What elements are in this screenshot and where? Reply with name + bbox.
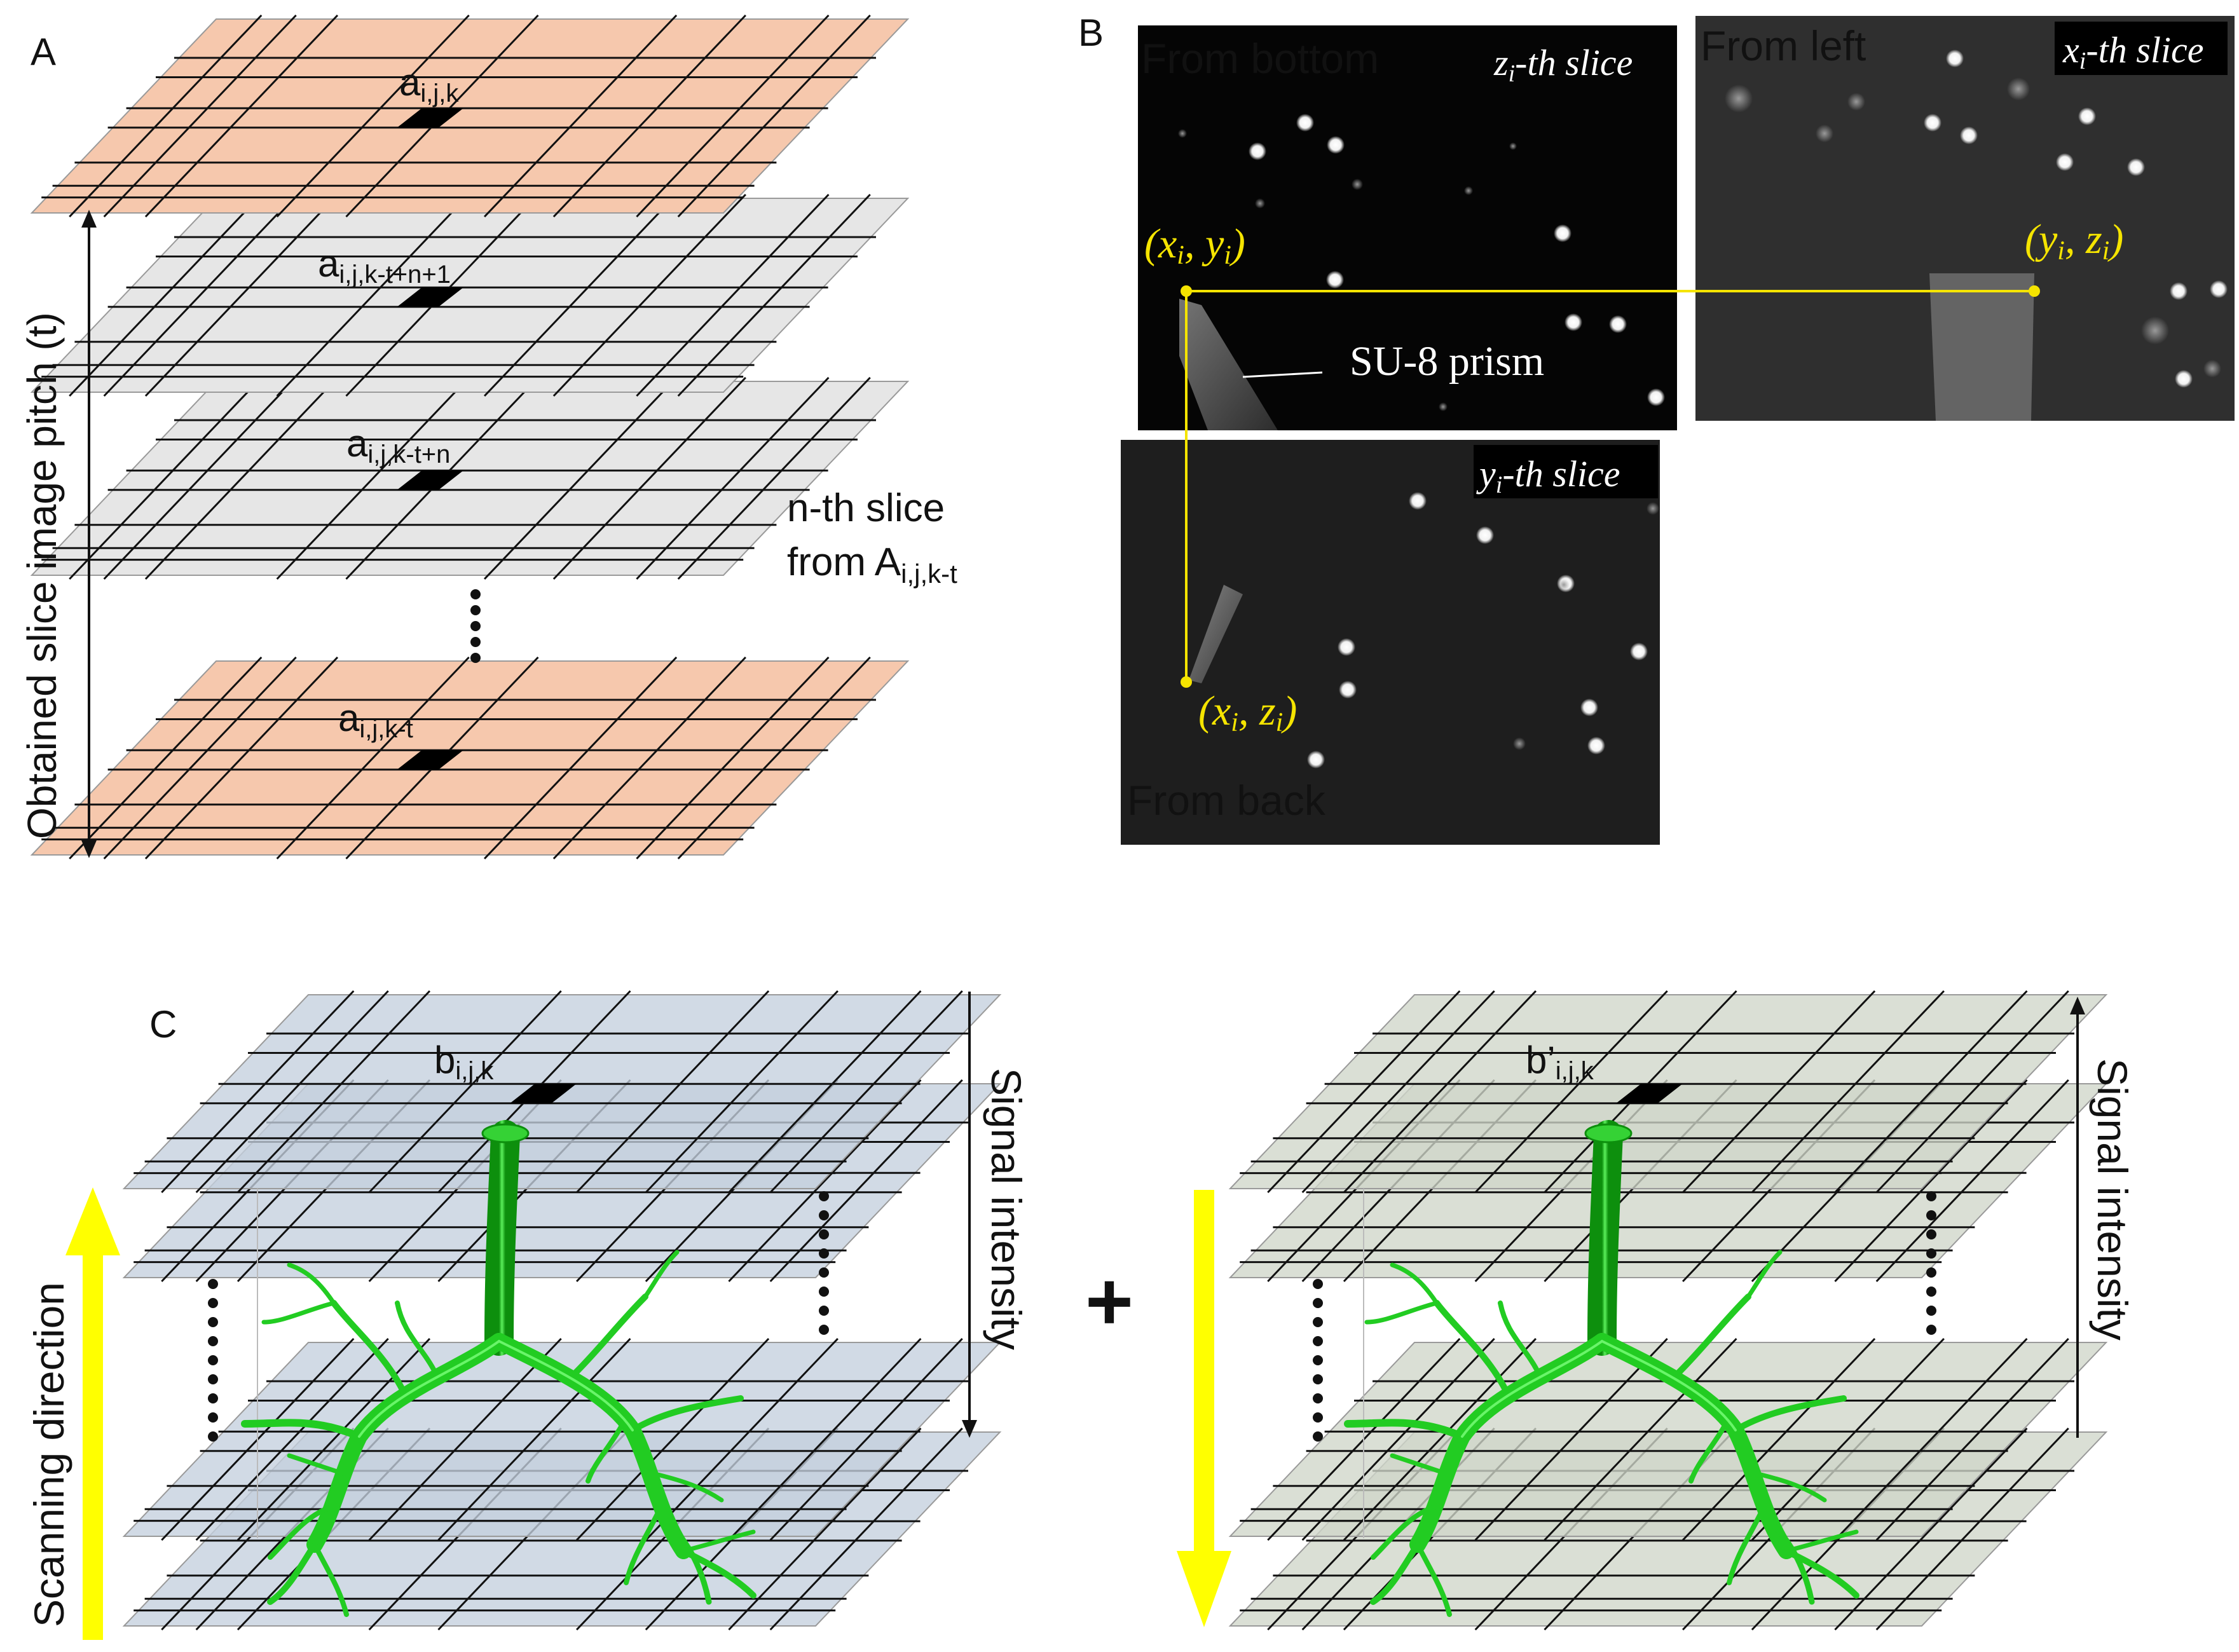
- from-bottom-title: From bottom: [1141, 35, 1379, 82]
- slice-layer-n-plus-1: [30, 193, 910, 397]
- signal-intensity-right: Signal intensity: [2089, 1058, 2136, 1341]
- stack-right: [1228, 990, 2108, 1631]
- slice-layer-n: [30, 376, 910, 580]
- cell-label-n: ai,j,k-t+n: [346, 422, 450, 468]
- panel-c: C bi,j,k b’i,j,k Scanning direction: [25, 990, 2136, 1640]
- cell-b-label: bi,j,k: [434, 1039, 494, 1085]
- pitch-double-arrow: [81, 210, 97, 858]
- panel-b-letter: B: [1078, 11, 1104, 54]
- highlight-cell: [510, 1084, 577, 1103]
- plus-sign: +: [1085, 1255, 1133, 1348]
- scan-arrow-down: [1177, 1190, 1231, 1627]
- scanning-direction-label: Scanning direction: [25, 1282, 72, 1627]
- nth-slice-label: n-th slice: [787, 486, 945, 530]
- signal-intensity-left: Signal intensity: [983, 1068, 1030, 1350]
- panel-a: A ai,j,k ai,j,k-t+n+1 ai,j,k-t+n ai,j,k-…: [19, 14, 957, 860]
- highlight-cell: [1616, 1084, 1683, 1103]
- plane-1: [122, 990, 1002, 1194]
- highlight-cell: [397, 750, 463, 770]
- from-back-image: yi-th slice From back (xi, zi): [1121, 440, 1660, 845]
- slice-layer-top: [30, 14, 910, 218]
- highlight-cell: [397, 108, 463, 128]
- pitch-axis-label: Obtained slice image pitch (t): [19, 312, 65, 839]
- cell-label-bottom: ai,j,k-t: [338, 697, 413, 743]
- panel-b: B From bottom zi-th slice SU-8 prism (xi…: [1078, 11, 2235, 845]
- plane-1: [1228, 990, 2108, 1194]
- su8-prism-label: SU-8 prism: [1350, 338, 1544, 385]
- coord-yz-label: (yi, zi): [2025, 216, 2123, 266]
- scan-arrow-up: [65, 1187, 120, 1640]
- projection-lines: [1181, 285, 2040, 688]
- cell-b-prime-label: b’i,j,k: [1526, 1039, 1594, 1085]
- from-back-title: From back: [1127, 777, 1326, 824]
- cell-label-n-plus-1: ai,j,k-t+n+1: [318, 242, 451, 289]
- from-a-label: from Ai,j,k-t: [787, 540, 957, 589]
- panel-a-letter: A: [31, 31, 56, 73]
- airway-tree-left: [241, 1120, 757, 1617]
- z-slice-label: zi-th slice: [1493, 42, 1633, 87]
- coord-xz-label: (xi, zi): [1198, 688, 1297, 737]
- from-left-title: From left: [1701, 22, 1866, 69]
- airway-tree-right: [1344, 1120, 1859, 1617]
- cell-label-top: ai,j,k: [399, 61, 459, 107]
- slice-plane-n: [30, 376, 910, 580]
- x-slice-label: xi-th slice: [2062, 29, 2204, 74]
- highlight-cell: [397, 470, 463, 490]
- y-slice-label: yi-th slice: [1476, 453, 1620, 498]
- slice-plane-n-plus-1: [30, 193, 910, 397]
- slice-plane-bottom: [30, 656, 910, 860]
- ellipsis-dots-a: [470, 589, 481, 663]
- ellipsis-dots-c: [208, 1191, 1936, 1442]
- from-left-image: From left xi-th slice (yi, zi): [1695, 16, 2235, 421]
- from-bottom-image: From bottom zi-th slice SU-8 prism (xi, …: [1138, 25, 1677, 430]
- slice-layer-bottom: [30, 656, 910, 860]
- highlight-cell: [397, 287, 463, 307]
- slice-plane-top: [30, 14, 910, 218]
- signal-arrow-right: [2070, 997, 2085, 1438]
- stack-left: [122, 990, 1002, 1631]
- panel-c-letter: C: [149, 1003, 177, 1046]
- signal-arrow-left: [962, 992, 977, 1438]
